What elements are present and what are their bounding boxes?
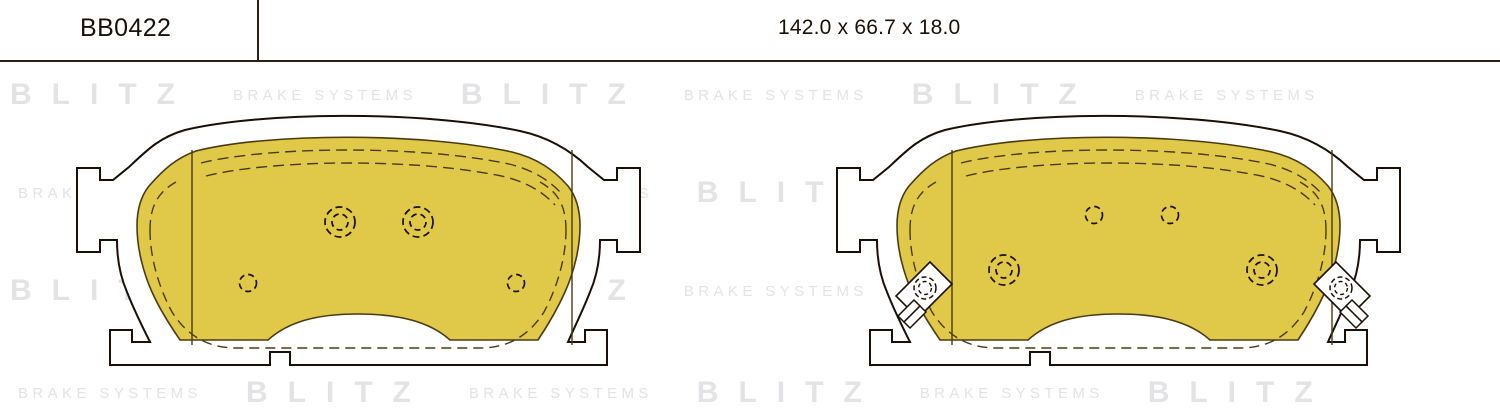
left-inner-profile xyxy=(149,229,567,349)
wear-sensor-right-lead-b xyxy=(1338,304,1364,330)
wear-sensor-right xyxy=(1312,260,1372,330)
title-block: BB0422 142.0 x 66.7 x 18.0 xyxy=(0,0,1500,62)
right-chamfer-line-outer xyxy=(960,149,1323,195)
wear-sensor-left xyxy=(894,260,954,330)
left-chamfer-line-outer xyxy=(200,149,563,195)
left-lower-hole-2 xyxy=(506,273,526,293)
left-upper-hole-2 xyxy=(402,206,434,238)
wear-sensor-left-lead-b xyxy=(902,304,928,330)
wear-sensor-right-coil-inner xyxy=(1333,280,1349,296)
left-inner-profile-right xyxy=(539,181,567,231)
title-block-rule xyxy=(0,60,1500,62)
left-inner-profile-left xyxy=(149,181,177,231)
right-friction-material xyxy=(896,136,1341,341)
right-lower-hole-2 xyxy=(1246,254,1278,286)
title-block-divider xyxy=(257,0,259,61)
wear-sensor-left-coil-inner xyxy=(917,280,933,296)
right-inner-profile-left xyxy=(909,181,937,231)
dimensions: 142.0 x 66.7 x 18.0 xyxy=(778,16,961,39)
left-upper-hole-1 xyxy=(324,206,356,238)
right-inner-profile-right xyxy=(1299,181,1327,231)
left-chamfer-line-inner xyxy=(205,162,556,206)
part-code: BB0422 xyxy=(80,14,172,42)
right-upper-hole-2 xyxy=(1160,205,1180,225)
left-brake-pad xyxy=(76,114,641,367)
right-chamfer-line-inner xyxy=(965,162,1316,206)
right-lower-hole-1 xyxy=(988,254,1020,286)
right-brake-pad xyxy=(836,114,1401,367)
left-friction-material xyxy=(136,136,581,341)
wear-sensor-left-coil-outer xyxy=(913,276,937,300)
right-upper-hole-1 xyxy=(1084,205,1104,225)
left-lower-hole-1 xyxy=(238,273,258,293)
wear-sensor-right-coil-outer xyxy=(1329,276,1353,300)
